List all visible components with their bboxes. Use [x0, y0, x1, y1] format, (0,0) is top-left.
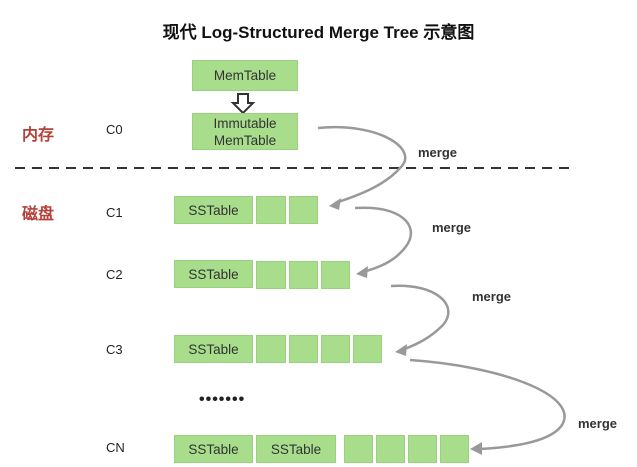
disk-section-label: 磁盘: [22, 206, 55, 223]
merge-arrow-c1-c2: [354, 206, 413, 274]
small-block: [376, 435, 405, 463]
immutable-line2: MemTable: [213, 132, 277, 148]
immutable-line1: Immutable: [213, 115, 277, 131]
level-c1-label: C1: [106, 205, 123, 220]
sstable-box: SSTable: [174, 335, 253, 363]
small-block: [256, 261, 286, 289]
level-cn-label: CN: [106, 440, 125, 455]
level-c0-label: C0: [106, 122, 123, 137]
memory-section-label: 内存: [22, 127, 55, 144]
small-block: [440, 435, 469, 463]
small-block: [289, 196, 318, 224]
hollow-down-arrow-icon: [230, 93, 256, 115]
merge-label-1: merge: [418, 145, 458, 160]
ellipsis: •••••••: [199, 391, 246, 408]
merge-label-2: merge: [432, 220, 472, 235]
small-block: [344, 435, 373, 463]
small-block: [256, 335, 286, 363]
merge-arrow-c2-c3: [390, 284, 450, 352]
merge-label-3: merge: [472, 289, 512, 304]
memtable-box: MemTable: [192, 60, 298, 91]
small-block: [353, 335, 382, 363]
sstable-box: SSTable: [174, 435, 253, 463]
level-c3-label: C3: [106, 342, 123, 357]
immutable-memtable-box: Immutable MemTable: [192, 113, 298, 150]
small-block: [321, 261, 350, 289]
merge-arrow-c3-cn: [409, 358, 566, 451]
diagram-title: 现代 Log-Structured Merge Tree 示意图: [162, 23, 475, 42]
level-c2-label: C2: [106, 267, 123, 282]
sstable-label: SSTable: [188, 441, 239, 457]
sstable-label: SSTable: [188, 341, 239, 357]
small-block: [408, 435, 437, 463]
small-block: [289, 261, 318, 289]
memtable-label: MemTable: [213, 68, 277, 83]
sstable-label: SSTable: [270, 441, 322, 457]
sstable-box: SSTable: [174, 196, 253, 224]
small-block: [321, 335, 350, 363]
sstable-box: SSTable: [174, 260, 253, 288]
merge-arrow-c0-c1: [317, 125, 407, 205]
small-block: [289, 335, 318, 363]
sstable-label: SSTable: [188, 266, 239, 282]
small-block: [256, 196, 286, 224]
sstable-box: SSTable: [256, 435, 336, 463]
sstable-label: SSTable: [188, 202, 239, 218]
merge-label-4: merge: [578, 416, 618, 431]
